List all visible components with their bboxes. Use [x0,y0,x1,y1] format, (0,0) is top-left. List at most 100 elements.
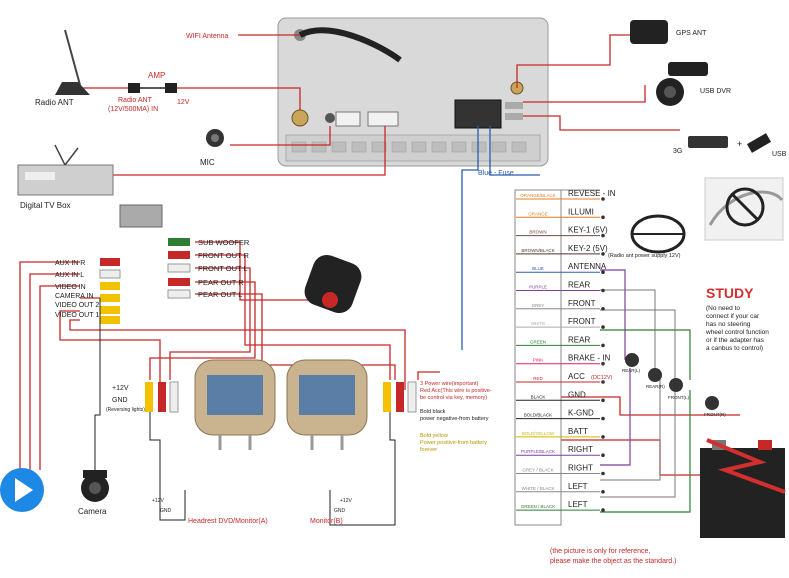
wire-function-label: ANTENNA [568,262,607,271]
footnote-line1: (the picture is only for reference, [550,548,650,555]
wire-color-name: PINK [533,358,544,363]
front-l-label: FRONT(L) [668,395,689,400]
note-line: (No need to [706,305,740,312]
blue-fuse-line [461,126,540,350]
mic-label: MIC [200,158,215,167]
headrest-a-gnd: GND [160,508,172,514]
right-rca-plugs [167,238,191,299]
note-line: Bold black [420,409,446,415]
right-harness-label: FRONT OUT L [198,264,248,273]
battery-icon [700,438,786,538]
gps-antenna-icon [630,20,668,44]
headrest-rca-plugs [145,381,417,413]
reversing-lights-label: (Reversing lights) [106,407,145,413]
rear-r-label: REAR(R) [646,384,665,389]
wire-function-label: FRONT [568,317,596,326]
amp-inline-icon [128,83,177,93]
note-line: or if the adapter has [706,337,765,344]
wire-function-label: ACC [568,372,585,381]
wire-color-name: ORANGE/BLACK [520,193,556,198]
digital-tv-box-label: Digital TV Box [20,201,71,210]
left-harness-labels: AUX IN R AUX IN L VIDEO IN CAMERA IN VIDEO O… [55,260,99,319]
note-line: Power positive-from battery [420,440,487,446]
wire-color-name: BLACK [531,394,546,399]
wire-color-name: BOLD/BLACK [524,413,552,418]
wire-color-name: BROWN [529,230,546,235]
blue-fuse-label: Blue - Fuse [478,170,514,177]
camera-icon [81,470,109,502]
wire-function-label: GND [568,390,586,399]
wire-terminal-dot [601,435,605,439]
front-r-label: FRONT(R) [704,412,726,417]
wire-color-name: GREEN / BLACK [521,504,556,509]
radio-ant-power-label: (Radio ant power supply 12V) [608,253,681,259]
wire-function-label: BATT [568,427,588,436]
wire-terminal-dot [601,453,605,458]
power-wire-note: 3 Power wire(important)Red Acc(This wire… [420,381,492,401]
12v-label: 12V [177,99,190,106]
right-harness-label: PEAR OUT R [198,278,244,287]
study-title: STUDY [706,285,754,301]
usb-stick-icon [746,133,772,153]
left-harness-label: VIDEO OUT 2 [55,302,99,309]
note-line: wheel control function [705,329,769,336]
radio-ant-label: Radio ANT [35,98,74,107]
rear-l-label: REAR(L) [622,368,641,373]
wire-color-name: WHITE / BLACK [521,486,554,491]
usb-dvr-icon [656,62,708,106]
headrest-power-wires [94,298,396,526]
digital-tv-box-icon [17,144,114,196]
wire-color-name: BROWN/BLACK [521,248,554,253]
monitor-b-label: Monitor(B) [310,518,343,525]
right-harness-label: SUB WOOFER [198,238,250,247]
note-line: power negative-from battery [420,416,489,422]
wire-function-label: KEY-2 (5V) [568,244,608,253]
camera-12v-label: +12V [112,385,129,392]
wire-function-label: K-GND [568,409,594,418]
plus-label: + [737,139,742,149]
headrest-monitor-b [286,359,368,450]
footnote-line2: please make the object as the standard.) [550,558,676,565]
wire-terminal-dot [601,215,605,220]
wire-terminal-dot [601,380,605,384]
wire-color-name: GREY / BLACK [522,468,553,473]
wire-terminal-dot [601,416,605,421]
wire-color-name: BOLD/YELLOW [522,431,555,436]
wire-terminal-dot [601,398,605,403]
wire-function-label: FRONT [568,299,596,308]
left-harness-label: AUX IN R [55,260,85,267]
note-line: 3 Power wire(important) [420,381,479,387]
wire-color-name: GREY [532,303,545,308]
wire-function-label: REAR [568,281,590,290]
left-harness-label: AUX IN L [55,272,84,279]
wire-terminal-dot [601,343,605,348]
left-harness-label: VIDEO IN [55,284,86,291]
note-line: Red Acc(This wire is positive- [420,388,492,394]
wire-color-table [514,189,600,526]
3g-dongle-icon [688,136,728,148]
wire-terminal-dot [601,288,605,293]
wire-color-name: BLUE [532,266,544,271]
left-rca-plugs [99,258,121,324]
right-harness-label: PEAR OUT L [198,290,242,299]
note-line: a canbus to control) [706,345,763,352]
wire-function-label: RIGHT [568,445,593,454]
speaker-wires-green [600,329,691,513]
acc-voltage-label: (DC12V) [591,375,613,381]
car-headlight-icon [704,177,784,241]
usb-label: USB [772,151,787,158]
wire-terminal-dot [601,233,605,238]
monitor-b-12v: +12V [340,498,352,504]
note-line: connect if your car [706,313,760,320]
subwoofer-icon [304,254,362,314]
wire-terminal-dot [601,325,605,329]
wire-color-name: ORANGE [528,211,548,216]
wire-function-label: RIGHT [568,464,593,473]
wire-function-label: REVESE - IN [568,189,616,198]
left-harness-label: CAMERA IN [55,293,94,300]
play-icon [0,468,44,512]
